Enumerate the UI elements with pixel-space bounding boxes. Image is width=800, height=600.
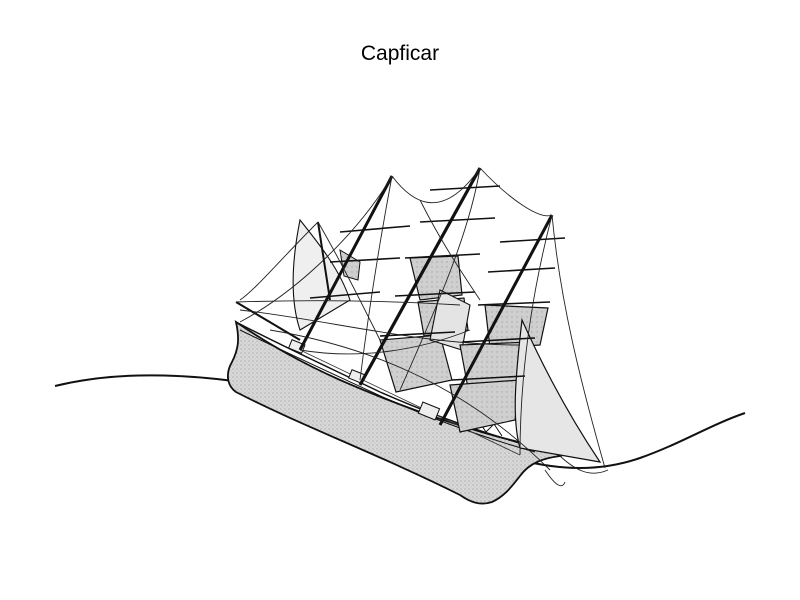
ship-rigging [235, 167, 609, 487]
page-title: Capficar [360, 42, 440, 65]
ship-hull [227, 319, 563, 505]
